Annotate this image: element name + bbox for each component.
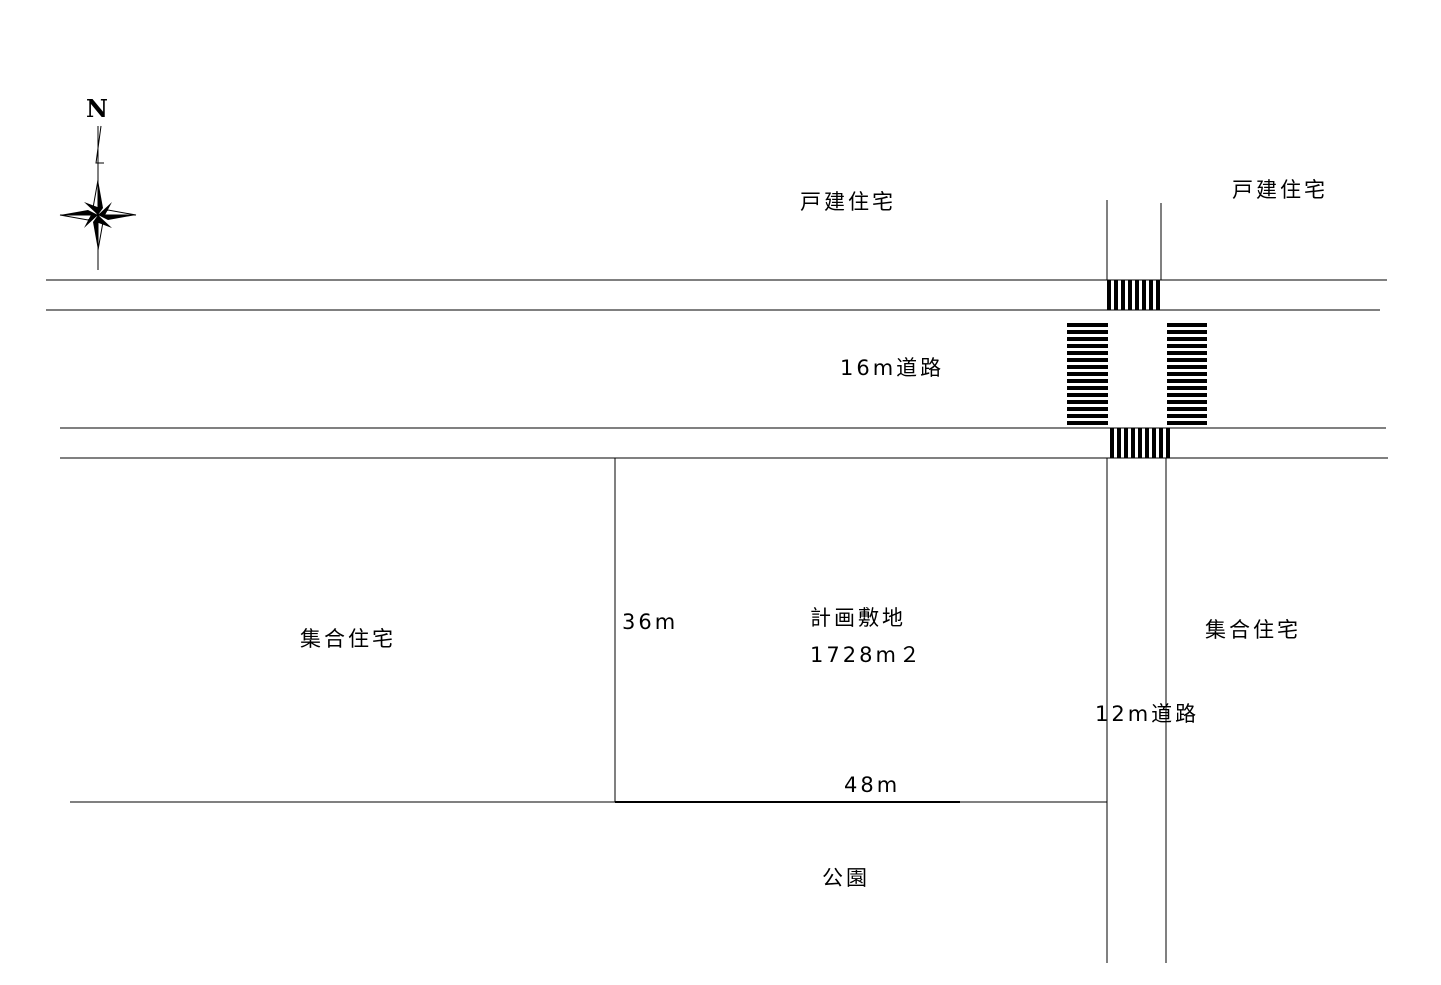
crosswalk-stripe [1149, 280, 1153, 310]
crosswalk-stripe [1131, 428, 1135, 458]
crosswalk-stripe [1067, 407, 1108, 411]
crosswalk-stripe [1124, 428, 1128, 458]
label-site-depth: 36m [622, 610, 678, 634]
crosswalk-stripe [1067, 372, 1108, 376]
crosswalk-stripe [1159, 428, 1163, 458]
crosswalk-north [1107, 280, 1160, 310]
label-site-width: 48m [844, 773, 900, 797]
crosswalk-stripe [1107, 280, 1111, 310]
crosswalk-stripe [1145, 428, 1149, 458]
crosswalk-stripe [1167, 379, 1207, 383]
crosswalk-stripe [1167, 323, 1207, 327]
crosswalk-stripe [1110, 428, 1114, 458]
crosswalk-stripe [1167, 330, 1207, 334]
crosswalk-stripe [1167, 337, 1207, 341]
crosswalk-stripe [1167, 407, 1207, 411]
crosswalk-stripe [1138, 428, 1142, 458]
crosswalk-stripe [1167, 358, 1207, 362]
crosswalk-stripe [1067, 351, 1108, 355]
label-apartments-west: 集合住宅 [300, 627, 396, 651]
crosswalk-stripe [1067, 330, 1108, 334]
crosswalk-stripe [1117, 428, 1121, 458]
crosswalk-stripe [1067, 344, 1108, 348]
crosswalk-stripe [1167, 386, 1207, 390]
crosswalk-west [1067, 323, 1108, 425]
crosswalk-stripe [1167, 414, 1207, 418]
label-site-area: 1728m２ [810, 643, 923, 667]
label-apartments-east: 集合住宅 [1205, 618, 1301, 642]
label-site-name: 計画敷地 [810, 606, 906, 630]
crosswalk-stripe [1121, 280, 1125, 310]
crosswalk-stripe [1067, 400, 1108, 404]
crosswalk-stripe [1135, 280, 1139, 310]
road-12m-lines [1106, 200, 1167, 963]
crosswalk-east [1167, 323, 1207, 425]
label-north-house-center: 戸建住宅 [800, 190, 896, 214]
label-road-16m: 16m道路 [840, 356, 944, 380]
crosswalk-stripe [1167, 344, 1207, 348]
north-arrow-icon [59, 125, 137, 270]
crosswalk-stripe [1167, 400, 1207, 404]
crosswalk-stripe [1167, 372, 1207, 376]
crosswalk-stripe [1067, 365, 1108, 369]
crosswalk-stripe [1142, 280, 1146, 310]
crosswalk-stripe [1167, 393, 1207, 397]
label-park: 公園 [822, 866, 870, 890]
crosswalk-stripe [1167, 365, 1207, 369]
north-label: N [86, 94, 108, 123]
crosswalk-stripe [1156, 280, 1160, 310]
crosswalk-stripe [1067, 358, 1108, 362]
crosswalk-stripe [1128, 280, 1132, 310]
crosswalk-stripe [1067, 323, 1108, 327]
crosswalk-stripe [1166, 428, 1170, 458]
label-north-house-right: 戸建住宅 [1232, 178, 1328, 202]
crosswalk-stripe [1067, 393, 1108, 397]
crosswalk-stripe [1067, 421, 1108, 425]
crosswalk-south [1110, 428, 1170, 458]
site-boundary-lines [70, 458, 1107, 803]
crosswalk-stripe [1067, 337, 1108, 341]
crosswalk-stripe [1167, 351, 1207, 355]
crosswalk-stripe [1067, 379, 1108, 383]
label-road-12m: 12m道路 [1095, 702, 1199, 726]
crosswalk-stripe [1114, 280, 1118, 310]
crosswalk-stripe [1067, 386, 1108, 390]
crosswalk-stripe [1067, 414, 1108, 418]
crosswalk-stripe [1152, 428, 1156, 458]
crosswalk-stripe [1167, 421, 1207, 425]
